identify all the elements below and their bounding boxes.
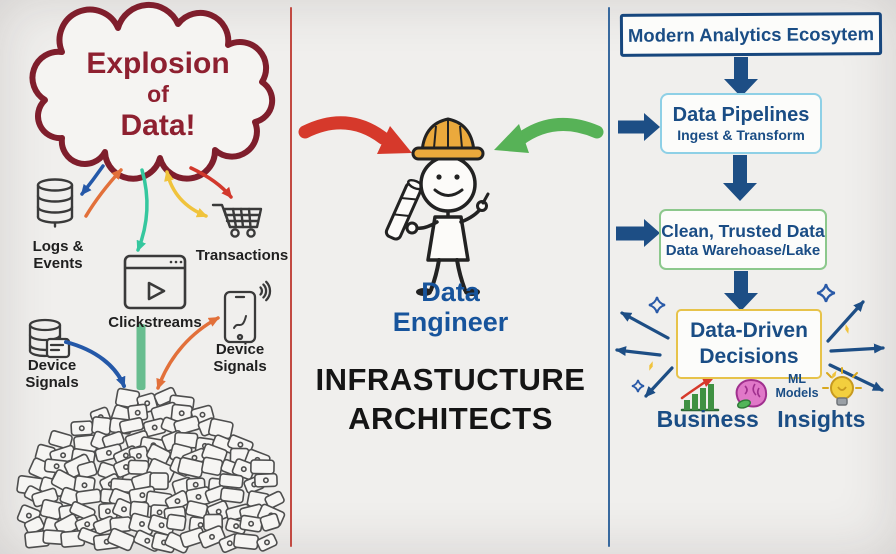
phone-signal-icon bbox=[223, 280, 272, 344]
clean-trusted-data-box: Clean, Trusted Data Data Warehoase/Lake bbox=[659, 209, 827, 270]
data-engineer-label: Data Engineer bbox=[291, 277, 610, 337]
database-device-icon bbox=[28, 318, 71, 359]
sparkle-icons bbox=[631, 283, 849, 393]
decisions-line-1: Data-Driven bbox=[690, 319, 808, 342]
label-clickstreams: Clickstreams bbox=[108, 314, 202, 331]
database-icon bbox=[36, 178, 74, 228]
pipelines-subtitle: Ingest & Transform bbox=[677, 126, 805, 143]
data-driven-decisions-box: Data-Driven Decisions bbox=[676, 309, 822, 379]
label-logs-events: Logs & Events bbox=[32, 238, 84, 272]
role-line-2: Engineer bbox=[392, 307, 509, 337]
lightbulb-icon bbox=[822, 367, 862, 406]
cloud-arrows bbox=[80, 164, 233, 252]
cloud-line-3: Data! bbox=[120, 109, 196, 142]
decisions-line-2: Decisions bbox=[699, 345, 799, 368]
cloud-text: Explosion of Data! bbox=[58, 46, 258, 143]
role-line-1: Data bbox=[421, 277, 480, 307]
cloud-line-1: Explosion bbox=[86, 47, 230, 80]
left-illustration bbox=[16, 1, 286, 554]
label-transactions: Transactions bbox=[195, 247, 289, 264]
divider-left bbox=[290, 7, 292, 547]
decision-arrows bbox=[615, 300, 885, 398]
ml-models-label: ML Models bbox=[773, 372, 821, 400]
ml-line-1: ML bbox=[787, 372, 807, 386]
middle-illustration bbox=[298, 116, 604, 296]
red-arrow bbox=[298, 116, 412, 154]
explosion-cloud bbox=[29, 1, 276, 182]
cloud-line-2: of bbox=[147, 81, 169, 107]
brain-icon bbox=[735, 378, 768, 409]
label-device-signals-left: Device Signals bbox=[25, 357, 79, 391]
flow-arrows bbox=[616, 57, 758, 311]
business-insights-label: Business Insights bbox=[656, 406, 866, 432]
green-bar-arrow bbox=[136, 324, 146, 390]
modern-analytics-title-box: Modern Analytics Ecosytem bbox=[619, 12, 883, 57]
hard-hat-engineer-figure bbox=[384, 117, 490, 296]
pipelines-title: Data Pipelines bbox=[672, 103, 810, 126]
infrastructure-architects-heading: INFRASTUCTURE ARCHITECTS bbox=[291, 360, 610, 438]
clean-title: Clean, Trusted Data bbox=[661, 220, 825, 241]
divider-right bbox=[608, 7, 610, 547]
clean-subtitle: Data Warehoase/Lake bbox=[665, 241, 821, 259]
green-arrow bbox=[494, 117, 604, 153]
heading-line-1: INFRASTUCTURE bbox=[315, 362, 586, 397]
bar-chart-icon bbox=[680, 378, 720, 412]
device-pile bbox=[16, 386, 286, 554]
ecosystem-title: Modern Analytics Ecosytem bbox=[627, 22, 875, 46]
heading-line-2: ARCHITECTS bbox=[348, 401, 553, 436]
cart-icon bbox=[211, 203, 263, 238]
browser-play-icon bbox=[123, 254, 187, 310]
right-illustration bbox=[615, 57, 885, 412]
ml-line-2: Models bbox=[775, 386, 819, 400]
data-pipelines-box: Data Pipelines Ingest & Transform bbox=[660, 93, 822, 154]
label-device-signals-right: Device Signals bbox=[213, 341, 267, 375]
pile-arrows bbox=[64, 316, 220, 390]
